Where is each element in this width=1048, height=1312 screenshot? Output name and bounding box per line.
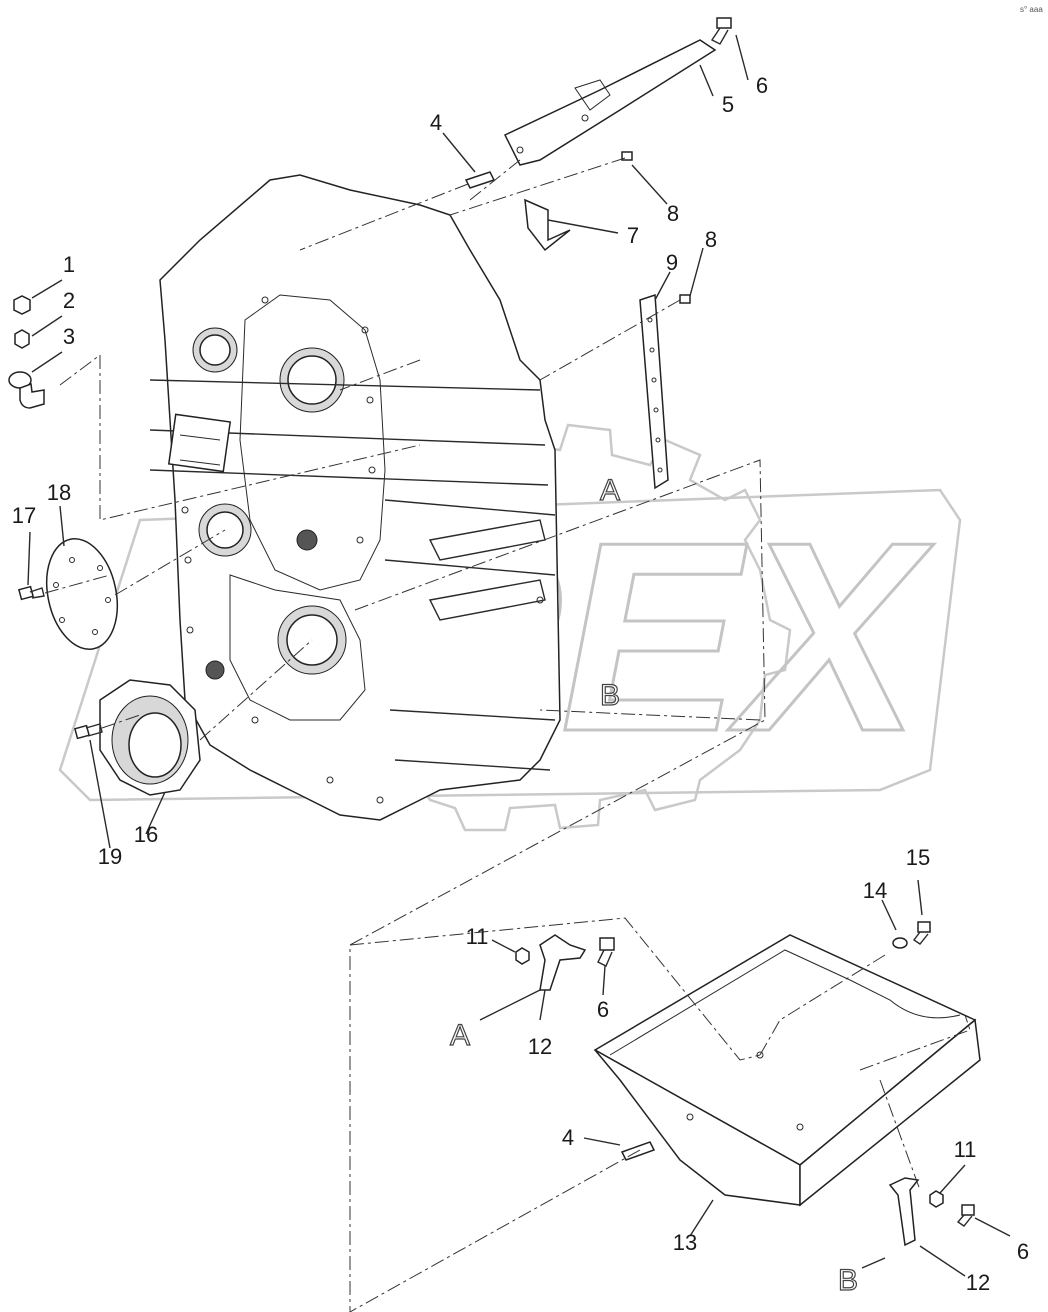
fitting-2: [14, 329, 30, 349]
bolt-6-mid: [597, 937, 615, 967]
oil-pan-13: [593, 934, 981, 1207]
callout-labels: 1 2 3 4 4 5 6 6 6 7 8 8 9 11 11 12 12 13…: [12, 73, 1029, 1295]
screw-8-top: [621, 151, 633, 161]
bolt-6-top: [710, 17, 732, 45]
section-letter-a-bottom: A: [450, 1019, 470, 1052]
screw-8-right: [679, 294, 691, 304]
callout-15: 15: [906, 845, 930, 870]
callout-3: 3: [63, 324, 75, 349]
callout-16: 16: [134, 822, 158, 847]
seal-carrier-16: [99, 679, 201, 796]
callout-11-top: 11: [466, 924, 489, 949]
callout-7: 7: [627, 223, 639, 248]
callout-8-right: 8: [705, 227, 717, 252]
section-letter-a-top: A: [600, 474, 620, 507]
callout-8-top: 8: [667, 201, 679, 226]
leader-lines: [27, 34, 1011, 1277]
washer-14: [892, 937, 908, 949]
bracket-7: [524, 198, 571, 252]
callout-6-bottom: 6: [1017, 1239, 1029, 1264]
callout-12-bottom: 12: [966, 1270, 990, 1295]
clip-12-top: [539, 934, 587, 991]
callout-19: 19: [98, 844, 122, 869]
callout-4-bottom: 4: [562, 1125, 574, 1150]
callout-5: 5: [722, 92, 734, 117]
clip-12-bottom: [888, 1177, 920, 1247]
callout-4-top: 4: [430, 110, 442, 135]
bracket-5: [503, 39, 717, 166]
callout-11-bottom: 11: [954, 1137, 977, 1162]
strip-9: [639, 293, 669, 490]
cover-plate-18: [46, 538, 118, 650]
callout-17: 17: [12, 503, 36, 528]
nut-11-bottom: [929, 1190, 944, 1208]
transmission-housing: [149, 174, 561, 821]
callout-2: 2: [63, 288, 75, 313]
corner-mark: s° aaa: [1020, 5, 1043, 14]
nut-11-top: [515, 947, 530, 965]
assembly-lines: [44, 157, 971, 1312]
callout-18: 18: [47, 480, 71, 505]
callout-13: 13: [673, 1230, 697, 1255]
pin-4-top: [464, 171, 496, 189]
screw-19: [73, 723, 103, 740]
bolt-6-bottom: [956, 1204, 975, 1227]
callout-6-top: 6: [756, 73, 768, 98]
fitting-1: [13, 295, 31, 315]
bolt-15: [912, 921, 931, 945]
callout-6-mid: 6: [597, 997, 609, 1022]
section-letter-b-top: B: [600, 679, 620, 712]
callout-14: 14: [863, 878, 887, 903]
callout-1: 1: [63, 252, 75, 277]
callout-9: 9: [666, 250, 678, 275]
screw-17: [17, 585, 45, 601]
section-letter-b-bottom: B: [838, 1264, 858, 1297]
callout-12-top: 12: [528, 1034, 552, 1059]
elbow-fitting-3: [8, 371, 45, 409]
